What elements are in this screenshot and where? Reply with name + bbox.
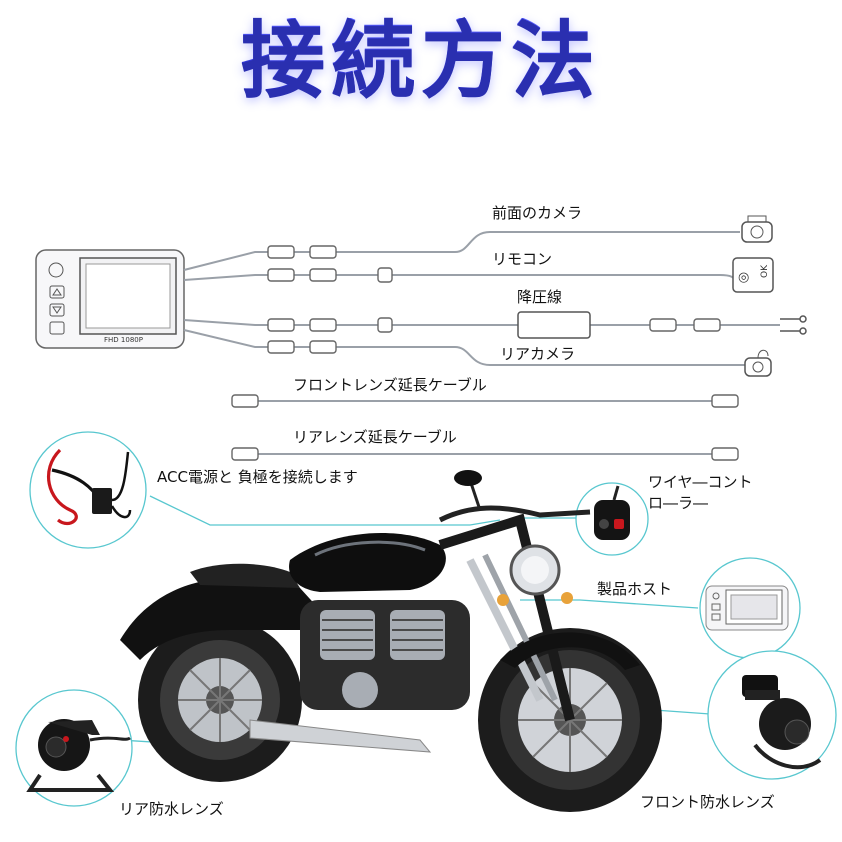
label-rear-extension: リアレンズ延長ケーブル <box>293 428 457 446</box>
remote-mini: ◎ OK <box>732 257 774 293</box>
dvr-host-unit: FHD 1080P <box>35 249 185 349</box>
label-rear-waterproof-lens: リア防水レンズ <box>119 800 224 818</box>
wireless-controller <box>575 482 649 556</box>
rear-camera-mini <box>744 349 772 377</box>
host-screen-label: FHD 1080P <box>104 336 143 344</box>
front-camera-mini <box>741 215 773 243</box>
remote-ok-button-label: OK <box>760 264 770 278</box>
label-step-down: 降圧線 <box>517 288 563 306</box>
product-host-thumbnail <box>699 557 801 659</box>
label-front-waterproof-lens: フロント防水レンズ <box>640 793 775 811</box>
power-terminals <box>780 315 807 335</box>
label-remote: リモコン <box>492 250 553 268</box>
cable-connectors <box>231 245 739 461</box>
label-front-extension: フロントレンズ延長ケーブル <box>293 376 487 394</box>
label-wireless-controller: ワイヤ―コントロ―ラ― <box>648 473 753 512</box>
label-front-camera: 前面のカメラ <box>492 204 583 222</box>
page-title: 接続方法 <box>0 18 842 102</box>
step-down-converter <box>517 311 591 339</box>
label-product-host: 製品ホスト <box>597 580 673 598</box>
rear-waterproof-camera <box>15 689 133 807</box>
motorcycle-illustration <box>120 470 662 812</box>
front-waterproof-camera <box>707 650 837 780</box>
acc-power-cable <box>29 431 147 549</box>
label-acc-power: ACC電源と 負極を接続します <box>157 468 358 486</box>
remote-record-button-label: ◎ <box>738 270 749 285</box>
label-rear-camera: リアカメラ <box>500 345 576 363</box>
